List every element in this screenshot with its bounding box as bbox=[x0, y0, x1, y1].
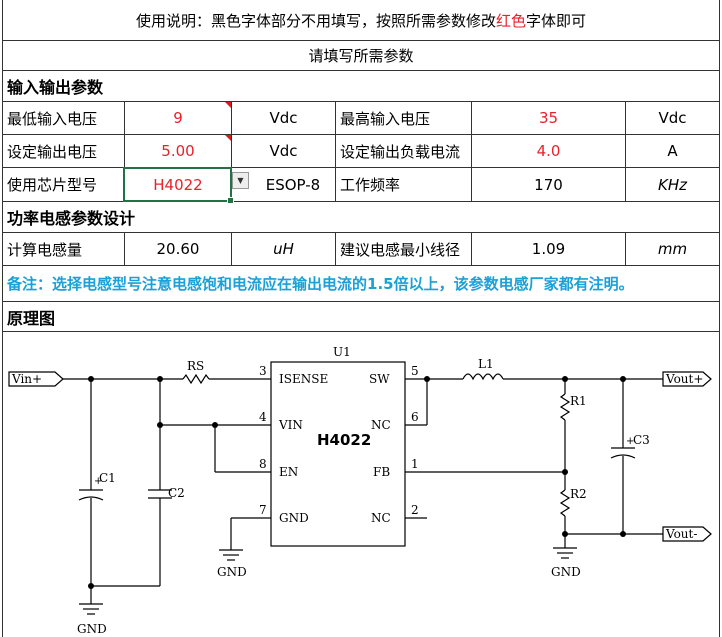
min-input-voltage-label[interactable]: 最低输入电压 bbox=[7, 109, 98, 128]
r1-resistor bbox=[559, 393, 571, 421]
pin6-number: 6 bbox=[411, 410, 419, 424]
pin1-number: 1 bbox=[411, 457, 419, 471]
output-current-unit[interactable]: A bbox=[625, 135, 719, 167]
r1-label: R1 bbox=[570, 394, 587, 408]
pin4-number: 4 bbox=[259, 410, 267, 424]
output-voltage-label[interactable]: 设定输出电压 bbox=[7, 142, 98, 161]
pin-nc2-label: NC bbox=[371, 511, 391, 525]
section-io-title[interactable]: 输入输出参数 bbox=[7, 78, 104, 97]
output-current-label[interactable]: 设定输出负载电流 bbox=[335, 135, 471, 167]
frequency-value[interactable]: 170 bbox=[471, 168, 625, 201]
section-inductor-title[interactable]: 功率电感参数设计 bbox=[7, 209, 136, 228]
vin-port-label: Vin+ bbox=[11, 372, 42, 386]
output-voltage-unit[interactable]: Vdc bbox=[231, 135, 335, 167]
instruction-row: 使用说明：黑色字体部分不用填写，按照所需参数修改红色字体即可 bbox=[2, 0, 720, 41]
inductance-value[interactable]: 20.60 bbox=[124, 233, 231, 265]
output-voltage-value[interactable]: 5.00 bbox=[124, 135, 231, 167]
svg-text:+: + bbox=[626, 436, 634, 447]
inductor-note[interactable]: 备注：选择电感型号注意电感饱和电流应在输出电流的1.5倍以上，该参数电感厂家都有… bbox=[7, 275, 634, 293]
min-input-voltage-value[interactable]: 9 bbox=[124, 102, 231, 134]
instruction-suffix: 字体即可 bbox=[526, 11, 587, 30]
r2-resistor bbox=[559, 489, 571, 517]
frequency-unit[interactable]: KHz bbox=[625, 168, 719, 201]
pin-fb-label: FB bbox=[373, 465, 390, 479]
max-input-voltage-label[interactable]: 最高输入电压 bbox=[335, 102, 471, 134]
gnd-label-right: GND bbox=[551, 565, 581, 579]
chip-ref-label: U1 bbox=[333, 345, 351, 359]
section-schematic-title[interactable]: 原理图 bbox=[7, 308, 56, 328]
instruction-red-word: 红色 bbox=[495, 11, 526, 30]
pin-en-label: EN bbox=[279, 465, 298, 479]
l1-label: L1 bbox=[478, 357, 494, 371]
section-inductor-row: 功率电感参数设计 bbox=[2, 202, 720, 233]
inductance-unit[interactable]: uH bbox=[231, 233, 335, 265]
wire-diameter-value[interactable]: 1.09 bbox=[471, 233, 625, 265]
io-row-1: 最低输入电压 9 Vdc 最高输入电压 35 Vdc bbox=[2, 102, 720, 135]
pin-sw-label: SW bbox=[369, 372, 390, 386]
fill-header-row: 请填写所需参数 bbox=[2, 41, 720, 71]
pin-nc1-label: NC bbox=[371, 418, 391, 432]
c1-label: C1 bbox=[99, 471, 116, 485]
chip-body bbox=[270, 361, 406, 547]
vout-pos-port bbox=[662, 371, 712, 387]
vin-port bbox=[8, 371, 64, 387]
inductor-row: 计算电感量 20.60 uH 建议电感最小线径 1.09 mm bbox=[2, 233, 720, 266]
svg-text:+: + bbox=[94, 476, 102, 487]
c2-label: C2 bbox=[168, 486, 185, 500]
io-row-2: 设定输出电压 5.00 Vdc 设定输出负载电流 4.0 A bbox=[2, 135, 720, 168]
wire-diameter-unit[interactable]: mm bbox=[625, 233, 719, 265]
inductance-label[interactable]: 计算电感量 bbox=[7, 240, 83, 259]
gnd-label-left: GND bbox=[77, 622, 107, 636]
section-schematic-row: 原理图 bbox=[2, 302, 720, 332]
comment-indicator bbox=[225, 135, 232, 142]
chip-package[interactable]: ESOP-8 bbox=[265, 175, 321, 194]
r2-label: R2 bbox=[570, 487, 587, 501]
schematic-diagram: Vin+ Vout+ Vout- RS C1 + C2 L1 R1 R2 C3 … bbox=[8, 345, 712, 636]
c3-plate-bottom bbox=[610, 454, 636, 459]
pin5-number: 5 bbox=[411, 364, 419, 378]
chip-model-dropdown-button[interactable]: ▼ bbox=[232, 172, 249, 189]
vout-neg-label: Vout- bbox=[665, 527, 697, 541]
instruction-text: 使用说明：黑色字体部分不用填写，按照所需参数修改 bbox=[135, 11, 496, 30]
rs-label: RS bbox=[187, 359, 204, 373]
pin2-number: 2 bbox=[411, 503, 419, 517]
pin-gnd-label: GND bbox=[279, 511, 309, 525]
c1-plate-bottom bbox=[78, 496, 104, 501]
max-input-voltage-value[interactable]: 35 bbox=[471, 102, 625, 134]
pin-vin-label: VIN bbox=[278, 418, 303, 432]
chip-model-label[interactable]: 使用芯片型号 bbox=[7, 176, 98, 194]
comment-indicator bbox=[225, 102, 232, 109]
vout-pos-label: Vout+ bbox=[665, 372, 703, 386]
fill-header-cell[interactable]: 请填写所需参数 bbox=[308, 47, 414, 65]
pin-isense-label: ISENSE bbox=[279, 372, 328, 386]
rs-resistor bbox=[182, 373, 210, 385]
pin7-number: 7 bbox=[259, 503, 267, 517]
wire-diameter-label[interactable]: 建议电感最小线径 bbox=[335, 233, 471, 265]
selected-cell-outline bbox=[123, 167, 234, 204]
pin3-number: 3 bbox=[259, 364, 267, 378]
instruction-cell[interactable]: 使用说明：黑色字体部分不用填写，按照所需参数修改红色字体即可 bbox=[3, 0, 719, 40]
vout-neg-port bbox=[662, 526, 712, 542]
frequency-label[interactable]: 工作频率 bbox=[335, 168, 471, 201]
section-io-row: 输入输出参数 bbox=[2, 71, 720, 102]
min-input-voltage-unit[interactable]: Vdc bbox=[231, 102, 335, 134]
pin8-number: 8 bbox=[259, 457, 267, 471]
output-current-value[interactable]: 4.0 bbox=[471, 135, 625, 167]
io-row-3: 使用芯片型号 H4022 ▼ ESOP-8 工作频率 170 KHz bbox=[2, 167, 720, 204]
chip-name-label: H4022 bbox=[317, 431, 371, 449]
gnd-label-chip: GND bbox=[217, 565, 247, 579]
schematic-area: Vin+ Vout+ Vout- RS C1 + C2 L1 R1 R2 C3 … bbox=[2, 332, 720, 637]
chevron-down-icon: ▼ bbox=[237, 176, 244, 185]
c3-label: C3 bbox=[633, 433, 650, 447]
max-input-voltage-unit[interactable]: Vdc bbox=[625, 102, 719, 134]
l1-inductor bbox=[462, 373, 504, 381]
note-row: 备注：选择电感型号注意电感饱和电流应在输出电流的1.5倍以上，该参数电感厂家都有… bbox=[2, 266, 720, 302]
